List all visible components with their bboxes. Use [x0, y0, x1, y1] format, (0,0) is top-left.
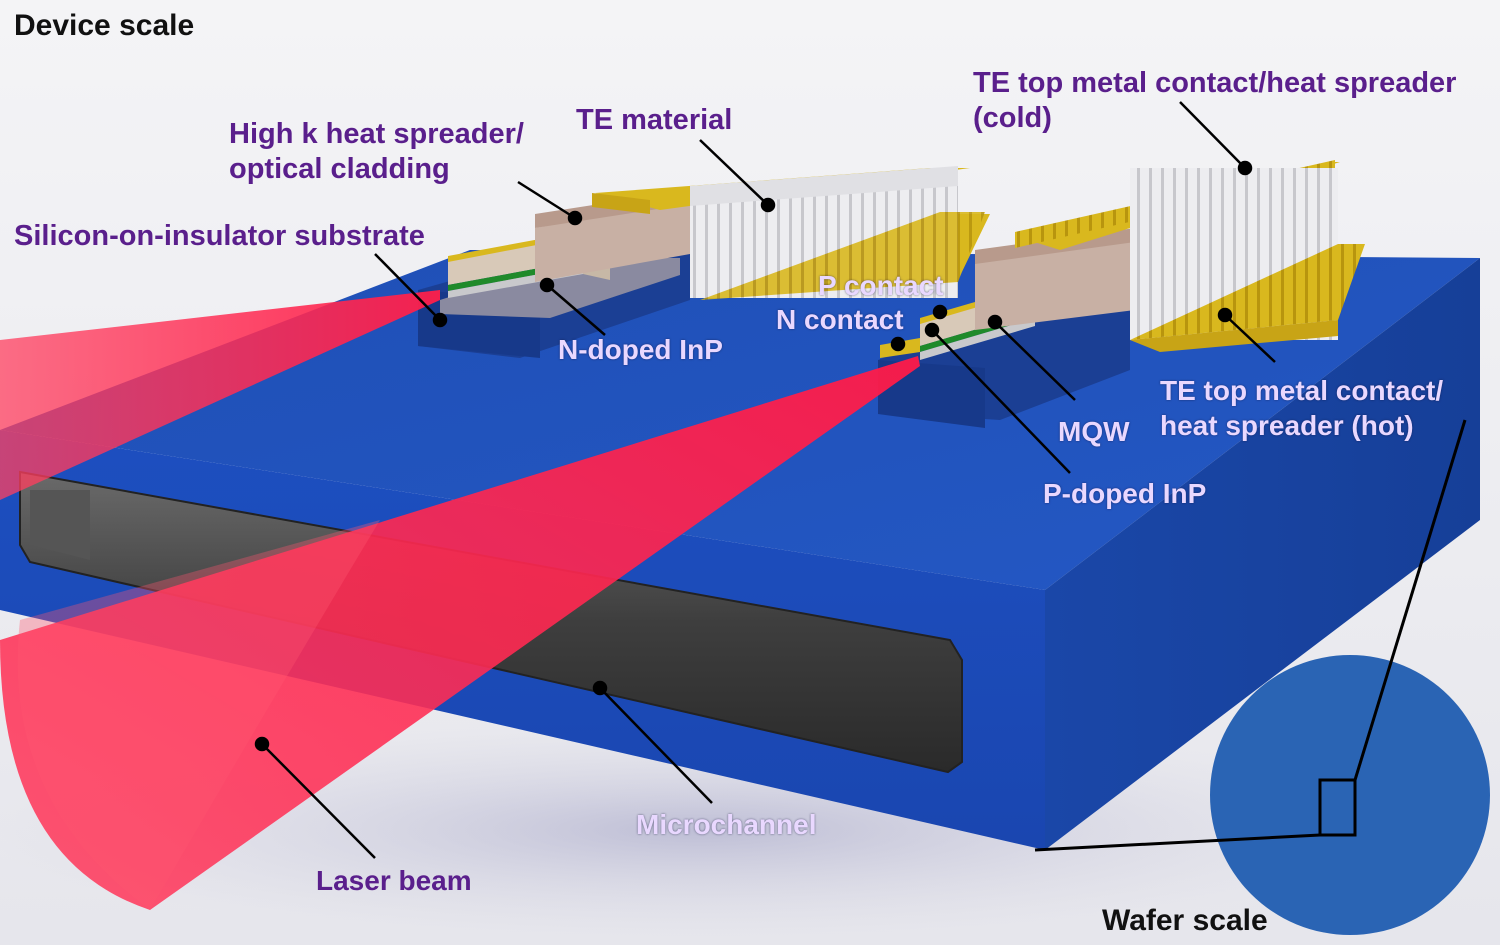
wafer-line-bottom [1034, 833, 1321, 852]
label-te-top-metal-hot-line2: heat spreader (hot) [1160, 410, 1414, 441]
label-te-top-metal-cold-line2: (cold) [973, 102, 1052, 134]
label-laser-beam: Laser beam [316, 865, 472, 896]
label-te-material: TE material [576, 104, 733, 136]
leader-lines [254, 101, 1276, 859]
label-high-k-line2: optical cladding [229, 153, 450, 185]
microchannel-inner [30, 490, 90, 560]
wafer [1210, 655, 1490, 935]
label-p-contact: P contact [818, 270, 944, 301]
label-microchannel: Microchannel [636, 809, 817, 840]
laser-beam-glow [17, 520, 380, 910]
wafer-line-top [1353, 419, 1467, 781]
label-te-top-metal-hot-line1: TE top metal contact/ [1160, 375, 1444, 406]
label-p-doped-inp: P-doped InP [1043, 478, 1207, 509]
label-n-doped-inp: N-doped InP [558, 334, 723, 365]
right-te-block [1015, 160, 1365, 352]
substrate-right-face [1045, 258, 1480, 850]
label-n-contact: N contact [776, 304, 904, 335]
device-scale-title: Device scale [14, 9, 195, 42]
laser-beam-right [0, 356, 920, 910]
wafer-die-box [1318, 778, 1357, 837]
left-te-block [592, 166, 990, 300]
label-high-k-line1: High k heat spreader/ [229, 118, 524, 150]
label-te-top-metal-cold-line1: TE top metal contact/heat spreader [973, 67, 1457, 99]
laser-beam-left [0, 290, 440, 500]
label-mqw: MQW [1058, 416, 1130, 447]
label-soi-substrate: Silicon-on-insulator substrate [14, 220, 425, 252]
wafer-scale-title: Wafer scale [1102, 904, 1268, 937]
